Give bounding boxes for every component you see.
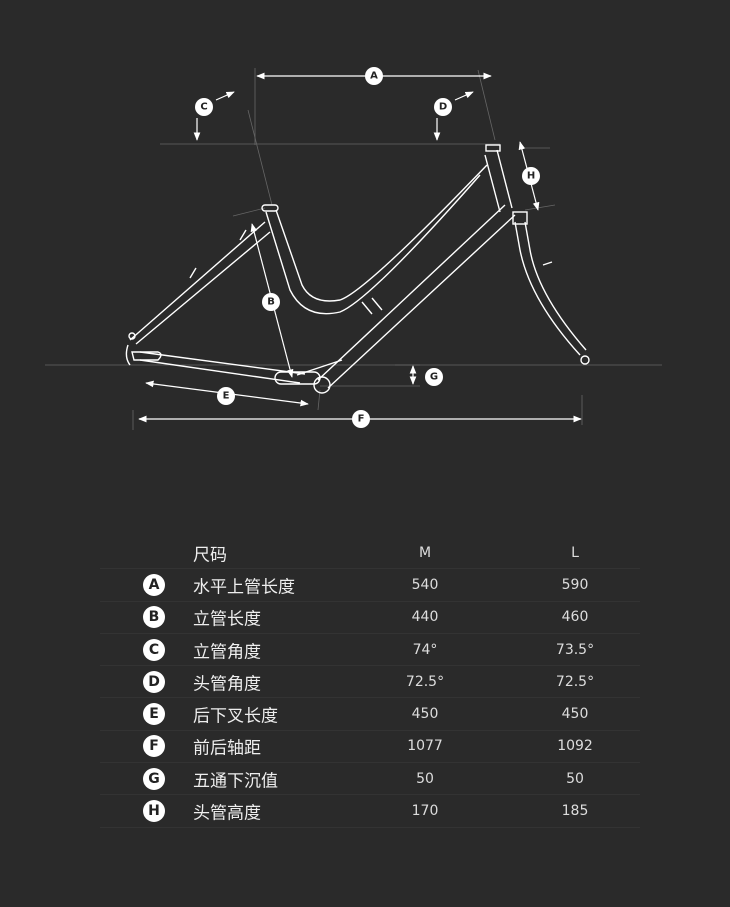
dimension-labels: A B C D E F G H [195, 67, 540, 428]
row-key-badge: C [143, 638, 165, 661]
row-key-badge: F [143, 735, 165, 758]
guide-lines [45, 68, 662, 430]
row-name: 前后轴距 [193, 738, 261, 759]
table-row: D 头管角度 72.5° 72.5° [100, 666, 640, 699]
row-key-badge: A [143, 573, 165, 596]
label-b: B [262, 293, 280, 311]
bike-frame [125, 144, 590, 394]
label-d: D [434, 98, 452, 116]
row-key-badge: B [143, 606, 165, 629]
header-size: 尺码 [193, 545, 227, 566]
row-key-badge: D [143, 670, 165, 693]
row-key-badge: H [143, 800, 165, 823]
svg-text:F: F [358, 414, 365, 425]
table-row: E 后下叉长度 450 450 [100, 698, 640, 731]
table-row: F 前后轴距 1077 1092 [100, 731, 640, 764]
svg-text:C: C [200, 102, 207, 113]
svg-text:H: H [527, 171, 535, 182]
row-name: 头管角度 [193, 674, 261, 695]
label-a: A [365, 67, 383, 85]
label-g: G [425, 368, 443, 386]
label-c: C [195, 98, 213, 116]
row-name: 立管长度 [193, 609, 261, 630]
svg-text:B: B [267, 297, 275, 308]
row-name: 五通下沉值 [193, 771, 278, 792]
row-name: 立管角度 [193, 642, 261, 663]
table-row: C 立管角度 74° 73.5° [100, 634, 640, 667]
label-f: F [352, 410, 370, 428]
row-name: 后下叉长度 [193, 706, 278, 727]
row-key-badge: E [143, 703, 165, 726]
svg-text:A: A [370, 71, 378, 82]
svg-text:G: G [430, 372, 438, 383]
table-header: 尺码 M L [100, 537, 640, 570]
row-key-badge: G [143, 767, 165, 790]
frame-geometry-diagram: A B C D E F G H [45, 67, 662, 430]
svg-text:E: E [223, 391, 230, 402]
table-row: A 水平上管长度 540 590 [100, 569, 640, 602]
table-row: H 头管高度 170 185 [100, 795, 640, 828]
row-name: 头管高度 [193, 803, 261, 824]
dimension-arrows [138, 72, 582, 423]
table-row: G 五通下沉值 50 50 [100, 763, 640, 796]
svg-text:D: D [439, 102, 447, 113]
label-e: E [217, 387, 235, 405]
table-row: B 立管长度 440 460 [100, 602, 640, 634]
label-h: H [522, 167, 540, 185]
row-name: 水平上管长度 [193, 577, 295, 598]
